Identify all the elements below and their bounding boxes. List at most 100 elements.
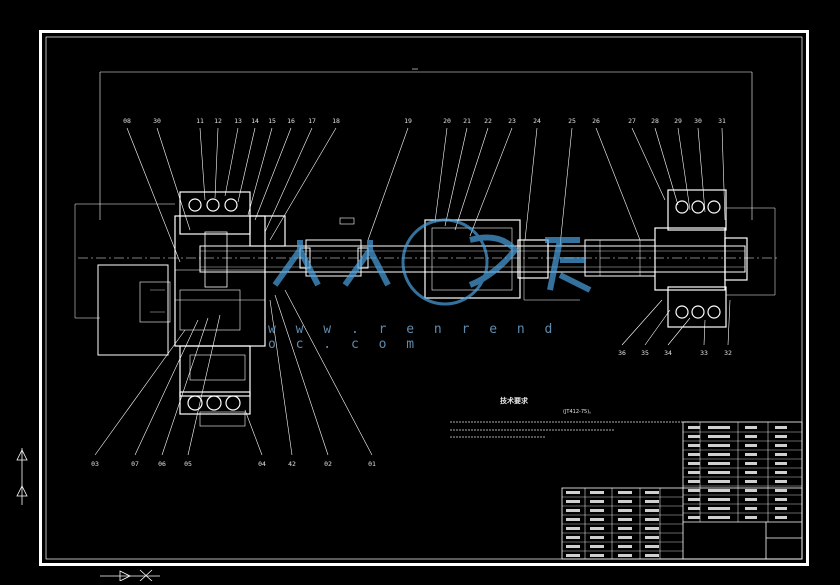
illegible-text <box>566 527 580 530</box>
illegible-text <box>590 491 604 494</box>
part-number: 32 <box>724 349 732 357</box>
leader-line <box>269 299 293 456</box>
illegible-text <box>708 453 730 456</box>
illegible-text <box>688 444 700 447</box>
part-number: 25 <box>568 117 576 125</box>
coupling-1 <box>299 217 369 277</box>
notes-line-1-suffix: (JT412-75)。 <box>563 409 595 415</box>
illegible-text <box>566 500 580 503</box>
illegible-text <box>688 489 700 492</box>
part-number: 19 <box>404 117 412 125</box>
illegible-text <box>745 516 757 519</box>
illegible-text <box>775 435 787 438</box>
main-shaft <box>78 245 780 273</box>
illegible-text <box>688 453 700 456</box>
leader-line <box>559 127 573 247</box>
part-number: 04 <box>258 460 266 468</box>
illegible-text <box>745 444 757 447</box>
illegible-text <box>688 462 700 465</box>
leader-line <box>161 317 209 456</box>
part-number: 30 <box>694 117 702 125</box>
leader-line <box>621 299 663 346</box>
part-number: 27 <box>628 117 636 125</box>
illegible-text <box>688 426 700 429</box>
overall-dimension <box>99 68 753 220</box>
leader-line <box>644 309 671 346</box>
part-number: 05 <box>184 460 192 468</box>
part-number: 16 <box>287 117 295 125</box>
illegible-text <box>618 491 632 494</box>
title-block-rows <box>562 431 802 552</box>
illegible-text <box>745 498 757 501</box>
illegible-text <box>708 516 730 519</box>
leader-line <box>703 319 706 346</box>
illegible-text <box>618 527 632 530</box>
right-bearing-housing <box>654 189 776 328</box>
leader-line <box>94 329 186 456</box>
part-number: 14 <box>251 117 259 125</box>
illegible-text <box>775 471 787 474</box>
part-number: 13 <box>234 117 242 125</box>
illegible-text <box>708 435 730 438</box>
part-number: 07 <box>131 460 139 468</box>
illegible-text <box>688 435 700 438</box>
illegible-text <box>775 516 787 519</box>
part-number: 12 <box>214 117 222 125</box>
part-number: 03 <box>91 460 99 468</box>
leader-line <box>224 127 239 197</box>
illegible-text <box>745 489 757 492</box>
watermark-url: w w w . r e n r e n d o c . c o m <box>268 322 559 352</box>
illegible-text <box>708 489 730 492</box>
leader-line <box>444 127 468 227</box>
illegible-text <box>708 462 730 465</box>
illegible-text <box>566 491 580 494</box>
part-number: 22 <box>484 117 492 125</box>
notes-lines <box>450 421 690 438</box>
leader-lines-bottom <box>94 289 731 456</box>
part-number: 28 <box>651 117 659 125</box>
leader-line <box>595 127 641 241</box>
part-number: 33 <box>700 349 708 357</box>
part-number: 34 <box>664 349 672 357</box>
illegible-text <box>745 471 757 474</box>
illegible-text <box>590 527 604 530</box>
part-number: 36 <box>618 349 626 357</box>
illegible-text <box>688 516 700 519</box>
leader-line <box>156 127 191 231</box>
illegible-text <box>590 545 604 548</box>
notes-line-1: (JT412-75)。 <box>445 408 594 415</box>
leader-line <box>654 127 679 206</box>
leader-line <box>434 127 448 223</box>
illegible-text <box>645 554 659 557</box>
part-number: 18 <box>332 117 340 125</box>
part-number: 31 <box>718 117 726 125</box>
inner-frame <box>45 36 803 560</box>
illegible-text <box>645 500 659 503</box>
part-number: 21 <box>463 117 471 125</box>
illegible-text <box>618 509 632 512</box>
illegible-text <box>708 426 730 429</box>
leader-line <box>244 409 263 456</box>
part-number: 26 <box>592 117 600 125</box>
leader-line <box>284 289 373 456</box>
leader-line <box>126 127 181 263</box>
illegible-text <box>566 554 580 557</box>
illegible-text <box>708 480 730 483</box>
illegible-text <box>590 500 604 503</box>
left-gearbox <box>174 191 286 427</box>
leader-lines-top <box>126 127 726 263</box>
illegible-text <box>566 518 580 521</box>
illegible-text <box>708 444 730 447</box>
leader-line <box>254 127 292 221</box>
illegible-text <box>775 489 787 492</box>
leader-line <box>214 127 219 199</box>
illegible-text <box>688 471 700 474</box>
illegible-text <box>618 554 632 557</box>
illegible-text <box>708 471 730 474</box>
part-number: 06 <box>158 460 166 468</box>
leader-line <box>469 127 513 237</box>
leader-line <box>454 127 489 231</box>
leader-line <box>237 127 256 203</box>
illegible-text <box>745 426 757 429</box>
